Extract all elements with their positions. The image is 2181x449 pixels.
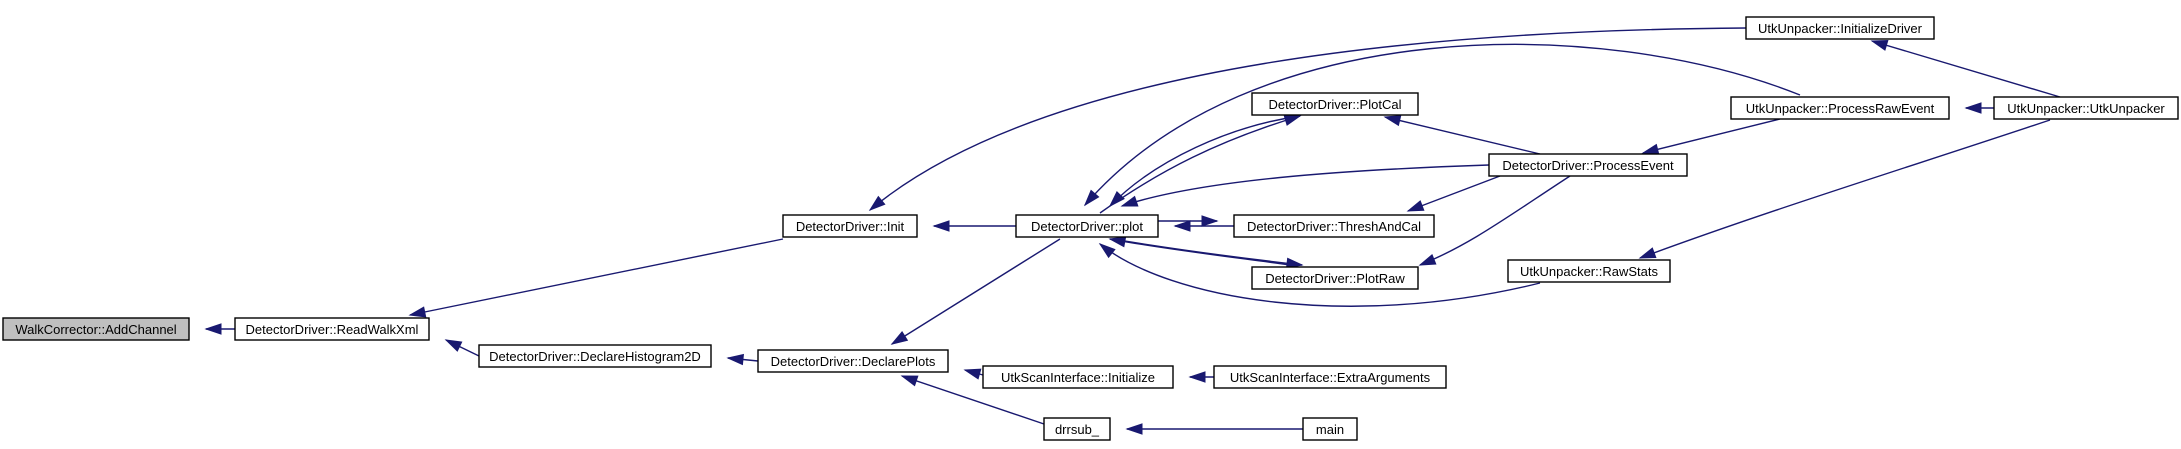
node-box bbox=[1745, 16, 1935, 40]
node-label: DetectorDriver::ThreshAndCal bbox=[1247, 219, 1421, 234]
node-utk-unpacker-raw-stats[interactable]: UtkUnpacker::RawStats bbox=[1507, 259, 1671, 283]
node-label: UtkUnpacker::RawStats bbox=[1520, 264, 1658, 279]
node-detector-driver-init[interactable]: DetectorDriver::Init bbox=[782, 214, 918, 238]
arrowhead-plot-cal bbox=[1383, 115, 1402, 127]
edge-uu-process-raw-event-to-dd-plot bbox=[1084, 43, 1801, 206]
node-box bbox=[1488, 153, 1688, 177]
edge-process-event-to-plot-raw bbox=[1419, 175, 1571, 266]
node-plot-raw[interactable]: DetectorDriver::PlotRaw bbox=[1251, 266, 1419, 290]
edge-uu-utk-unpacker-to-uu-initialize-driver bbox=[1871, 40, 2061, 98]
arrowhead-read-walk-xml bbox=[408, 306, 427, 318]
node-label: DetectorDriver::DeclarePlots bbox=[771, 354, 936, 369]
node-main[interactable]: main bbox=[1302, 417, 1358, 441]
edge-process-event-to-plot-cal bbox=[1384, 116, 1541, 155]
edge-uu-raw-stats-to-dd-plot bbox=[1099, 243, 1541, 307]
node-box bbox=[1015, 214, 1159, 238]
node-detector-driver-plot[interactable]: DetectorDriver::plot bbox=[1015, 214, 1159, 238]
node-box bbox=[478, 344, 712, 368]
arrowhead-thresh-and-cal bbox=[1406, 200, 1425, 212]
node-walk-corrector-add-channel[interactable]: WalkCorrector::AddChannel bbox=[2, 317, 190, 341]
edge-dd-init-to-read-walk-xml bbox=[409, 238, 784, 316]
edge-drrsub-to-declare-plots bbox=[901, 375, 1045, 425]
node-utk-unpacker-constructor[interactable]: UtkUnpacker::UtkUnpacker bbox=[1993, 96, 2179, 120]
arrowhead-walk-add-channel bbox=[204, 323, 222, 335]
node-utk-unpacker-process-raw-event[interactable]: UtkUnpacker::ProcessRawEvent bbox=[1730, 96, 1950, 120]
arrowhead-dd-init bbox=[868, 195, 886, 212]
arrowhead-drrsub bbox=[1125, 423, 1143, 435]
node-utk-scan-interface-initialize[interactable]: UtkScanInterface::Initialize bbox=[982, 365, 1174, 389]
node-utk-scan-interface-extra-arguments[interactable]: UtkScanInterface::ExtraArguments bbox=[1213, 365, 1447, 389]
node-utk-unpacker-initialize-driver[interactable]: UtkUnpacker::InitializeDriver bbox=[1745, 16, 1935, 40]
node-box bbox=[1213, 365, 1447, 389]
edge-uu-utk-unpacker-to-uu-raw-stats bbox=[1639, 119, 2051, 259]
arrowhead-dd-plot bbox=[1173, 220, 1191, 232]
node-label: WalkCorrector::AddChannel bbox=[15, 322, 176, 337]
node-box bbox=[1251, 92, 1419, 116]
node-label: UtkUnpacker::UtkUnpacker bbox=[2007, 101, 2165, 116]
edge-uu-process-raw-event-to-process-event bbox=[1642, 118, 1781, 154]
arrowhead-declare-plots bbox=[900, 375, 919, 387]
node-drrsub[interactable]: drrsub_ bbox=[1043, 417, 1111, 441]
node-box bbox=[1730, 96, 1950, 120]
arrowhead-uu-initialize-driver bbox=[1870, 39, 1889, 51]
arrowhead-dd-plot bbox=[1098, 243, 1116, 259]
arrowhead-declare-histogram-2d bbox=[726, 353, 744, 366]
edge-process-event-to-dd-plot bbox=[1121, 164, 1490, 207]
arrowhead-declare-plots bbox=[963, 368, 982, 380]
node-box bbox=[2, 317, 190, 341]
node-thresh-and-cal[interactable]: DetectorDriver::ThreshAndCal bbox=[1233, 214, 1435, 238]
arrowhead-read-walk-xml bbox=[444, 339, 463, 352]
arrowhead-dd-plot bbox=[1083, 189, 1100, 207]
node-plot-cal[interactable]: DetectorDriver::PlotCal bbox=[1251, 92, 1419, 116]
node-label: UtkScanInterface::Initialize bbox=[1001, 370, 1155, 385]
arrowhead-uu-process-raw-event bbox=[1964, 102, 1982, 114]
node-label: UtkScanInterface::ExtraArguments bbox=[1230, 370, 1431, 385]
arrowhead-usi-initialize bbox=[1188, 371, 1206, 383]
edge-dd-plot-to-declare-plots bbox=[891, 238, 1061, 345]
edge-uu-initialize-driver-to-dd-init bbox=[869, 27, 1747, 211]
node-declare-histogram-2d[interactable]: DetectorDriver::DeclareHistogram2D bbox=[478, 344, 712, 368]
arrowhead-thresh-and-cal bbox=[1201, 215, 1219, 227]
node-box bbox=[1302, 417, 1358, 441]
arrowhead-dd-plot bbox=[1108, 190, 1125, 208]
node-label: DetectorDriver::ProcessEvent bbox=[1502, 158, 1674, 173]
nodes-layer: WalkCorrector::AddChannel DetectorDriver… bbox=[2, 16, 2179, 441]
node-box bbox=[1233, 214, 1435, 238]
node-box bbox=[1251, 266, 1419, 290]
node-label: drrsub_ bbox=[1055, 422, 1100, 437]
node-box bbox=[1993, 96, 2179, 120]
edge-plot-cal-to-dd-plot bbox=[1109, 115, 1301, 207]
edges-layer bbox=[204, 27, 2061, 435]
node-label: DetectorDriver::Init bbox=[796, 219, 905, 234]
node-label: DetectorDriver::plot bbox=[1031, 219, 1143, 234]
arrowhead-dd-plot bbox=[1108, 236, 1127, 248]
node-label: DetectorDriver::PlotRaw bbox=[1265, 271, 1405, 286]
arrowhead-dd-init bbox=[932, 220, 950, 232]
arrowhead-plot-cal bbox=[1283, 115, 1302, 126]
arrowhead-uu-raw-stats bbox=[1638, 247, 1657, 259]
node-label: DetectorDriver::DeclareHistogram2D bbox=[489, 349, 701, 364]
node-declare-plots[interactable]: DetectorDriver::DeclarePlots bbox=[757, 349, 949, 373]
arrowhead-plot-raw bbox=[1418, 253, 1437, 266]
arrowhead-dd-plot bbox=[1120, 195, 1139, 207]
node-label: UtkUnpacker::ProcessRawEvent bbox=[1746, 101, 1935, 116]
edge-dd-plot-to-plot-cal bbox=[1099, 115, 1301, 214]
node-box bbox=[982, 365, 1174, 389]
arrowhead-declare-plots bbox=[890, 330, 909, 345]
node-box bbox=[1507, 259, 1671, 283]
node-label: DetectorDriver::PlotCal bbox=[1269, 97, 1402, 112]
node-label: UtkUnpacker::InitializeDriver bbox=[1758, 21, 1923, 36]
node-read-walk-xml[interactable]: DetectorDriver::ReadWalkXml bbox=[234, 317, 430, 341]
node-process-event[interactable]: DetectorDriver::ProcessEvent bbox=[1488, 153, 1688, 177]
edge-process-event-to-thresh-and-cal bbox=[1407, 175, 1501, 212]
arrowhead-process-event bbox=[1641, 143, 1660, 155]
node-label: main bbox=[1316, 422, 1344, 437]
edge-dd-plot-to-plot-raw bbox=[1117, 239, 1303, 266]
node-box bbox=[757, 349, 949, 373]
node-box bbox=[1043, 417, 1111, 441]
node-box bbox=[234, 317, 430, 341]
node-label: DetectorDriver::ReadWalkXml bbox=[246, 322, 419, 337]
node-box bbox=[782, 214, 918, 238]
